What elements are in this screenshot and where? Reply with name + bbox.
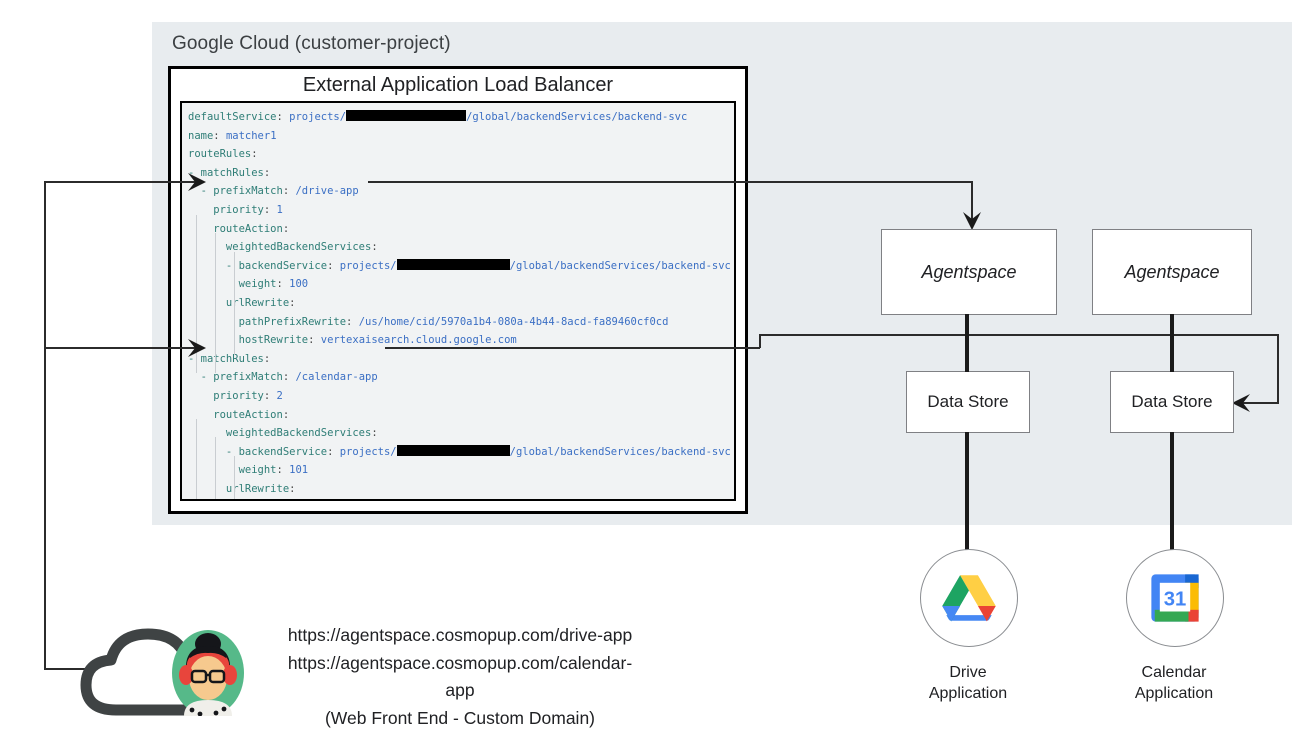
- yaml-lines-container: defaultService: projects//global/backend…: [182, 103, 734, 499]
- yaml-line: - prefixMatch: /drive-app: [188, 185, 359, 198]
- yaml-line: weightedBackendServices:: [188, 241, 378, 254]
- connector-datastore2-calendar: [1170, 432, 1174, 552]
- calendar-label-line1: Calendar: [1141, 664, 1207, 681]
- arrowhead-into-calendar-rule: [188, 339, 206, 357]
- arrowhead-into-datastore-2: [1232, 394, 1250, 412]
- calendar-application-circle[interactable]: 31: [1126, 549, 1224, 647]
- yaml-line: weight: 101: [188, 464, 309, 477]
- user-avatar-icon: [172, 630, 244, 716]
- yaml-line: - matchRules:: [188, 166, 271, 179]
- yaml-line: priority: 1: [188, 203, 283, 216]
- calendar-label-line2: Application: [1134, 685, 1214, 702]
- route-line-calendar-vertical-b: [1277, 334, 1279, 403]
- frontend-route-line-to-cloud: [44, 668, 92, 670]
- agentspace-2-label: Agentspace: [1124, 261, 1220, 282]
- yaml-line: routeRules:: [188, 148, 258, 161]
- route-line-calendar-horizontal-c: [1243, 402, 1279, 404]
- drive-label-line2: Application: [928, 685, 1008, 702]
- yaml-line: weight: 100: [188, 278, 309, 291]
- yaml-line: weightedBackendServices:: [188, 427, 378, 440]
- data-store-node-2[interactable]: Data Store: [1110, 371, 1234, 433]
- url-drive-app[interactable]: https://agentspace.cosmopup.com/drive-ap…: [287, 625, 633, 645]
- drive-application-circle[interactable]: [920, 549, 1018, 647]
- data-store-node-1[interactable]: Data Store: [906, 371, 1030, 433]
- yaml-line: priority: 2: [188, 389, 283, 402]
- google-calendar-icon: 31: [1151, 574, 1199, 622]
- yaml-line: urlRewrite:: [188, 296, 296, 309]
- arrowhead-into-drive-rule: [188, 173, 206, 191]
- connector-agentspace2-datastore2: [1170, 314, 1174, 372]
- route-line-calendar-horizontal-a: [385, 347, 760, 349]
- calendar-application-label: Calendar Application: [1079, 662, 1269, 704]
- yaml-line: urlRewrite:: [188, 482, 296, 495]
- route-line-calendar-horizontal-b: [759, 334, 1278, 336]
- data-store-1-label: Data Store: [927, 392, 1009, 411]
- url-calendar-app[interactable]: https://agentspace.cosmopup.com/calendar…: [287, 652, 633, 701]
- connector-agentspace1-datastore1: [965, 314, 969, 372]
- google-drive-icon: [942, 575, 996, 622]
- route-line-calendar-vertical-a: [759, 334, 761, 348]
- yaml-line: routeAction:: [188, 222, 290, 235]
- google-cloud-region-label: Google Cloud (customer-project): [172, 33, 451, 54]
- drive-application-label: Drive Application: [873, 662, 1063, 704]
- route-line-drive-horizontal: [368, 181, 973, 183]
- yaml-line: pathPrefixRewrite: /us/home/cid/bb6b8b27…: [188, 498, 734, 499]
- svg-text:31: 31: [1164, 589, 1187, 611]
- drive-label-line1: Drive: [949, 664, 987, 681]
- yaml-line: - prefixMatch: /calendar-app: [188, 371, 378, 384]
- frontend-route-line-calendar-h: [44, 347, 196, 349]
- redacted-project-id: [396, 258, 510, 270]
- redacted-project-id: [346, 110, 467, 121]
- yaml-line: - backendService: projects//global/backe…: [188, 258, 731, 272]
- yaml-line: name: matcher1: [188, 129, 277, 142]
- agentspace-node-2[interactable]: Agentspace: [1092, 229, 1252, 315]
- yaml-line: - matchRules:: [188, 352, 271, 365]
- yaml-line: pathPrefixRewrite: /us/home/cid/5970a1b4…: [188, 315, 669, 328]
- yaml-line: - backendService: projects//global/backe…: [188, 444, 731, 458]
- agentspace-node-1[interactable]: Agentspace: [881, 229, 1057, 315]
- arrowhead-into-agentspace-1: [963, 212, 981, 230]
- data-store-2-label: Data Store: [1131, 392, 1213, 411]
- yaml-line: routeAction:: [188, 408, 290, 421]
- front-end-caption: (Web Front End - Custom Domain): [324, 707, 596, 728]
- agentspace-1-label: Agentspace: [921, 261, 1017, 282]
- connector-datastore1-drive: [965, 432, 969, 552]
- url-map-yaml-config: defaultService: projects//global/backend…: [180, 101, 736, 501]
- redacted-project-id: [396, 444, 510, 456]
- yaml-line: hostRewrite: vertexaisearch.cloud.google…: [188, 334, 517, 347]
- frontend-route-line-drive-h: [44, 181, 196, 183]
- front-end-urls: https://agentspace.cosmopup.com/drive-ap…: [280, 622, 640, 732]
- yaml-line: defaultService: projects//global/backend…: [188, 110, 688, 123]
- route-line-drive-vertical: [971, 181, 973, 221]
- frontend-route-line-vertical: [44, 181, 46, 670]
- load-balancer-title: External Application Load Balancer: [302, 74, 614, 96]
